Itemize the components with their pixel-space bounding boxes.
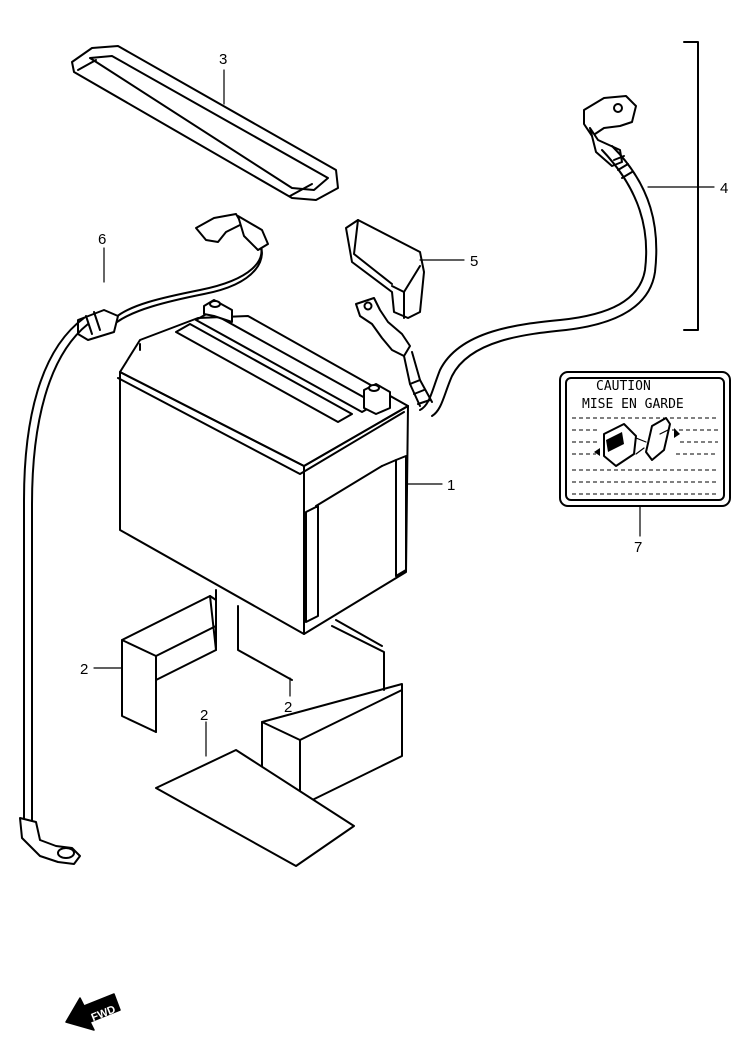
battery-strap	[71, 45, 339, 201]
positive-lead-wire	[355, 95, 658, 417]
caution-label-line1: CAUTION	[596, 379, 651, 394]
part-number-3: 3	[219, 51, 227, 68]
caution-label: CAUTION MISE EN GARDE	[559, 371, 731, 507]
pad-guide-line	[237, 605, 293, 681]
part-number-5: 5	[470, 253, 478, 270]
battery	[117, 299, 409, 635]
battery-pad-bottom	[155, 749, 355, 867]
part4-bracket	[683, 41, 699, 331]
part-number-1: 1	[447, 477, 455, 494]
caution-label-line2: MISE EN GARDE	[582, 397, 684, 412]
fwd-arrow-icon: FWD	[65, 993, 121, 1031]
part-number-2c: 2	[200, 707, 208, 724]
terminal-cover	[345, 219, 425, 319]
part-number-7: 7	[634, 539, 642, 556]
battery-pad-right	[261, 619, 403, 807]
part-number-6: 6	[98, 231, 106, 248]
negative-lead-wire	[19, 213, 269, 865]
part-number-2a: 2	[80, 661, 88, 678]
part-number-2b: 2	[284, 699, 292, 716]
battery-pad-left	[121, 589, 217, 733]
part-number-4: 4	[720, 180, 728, 197]
